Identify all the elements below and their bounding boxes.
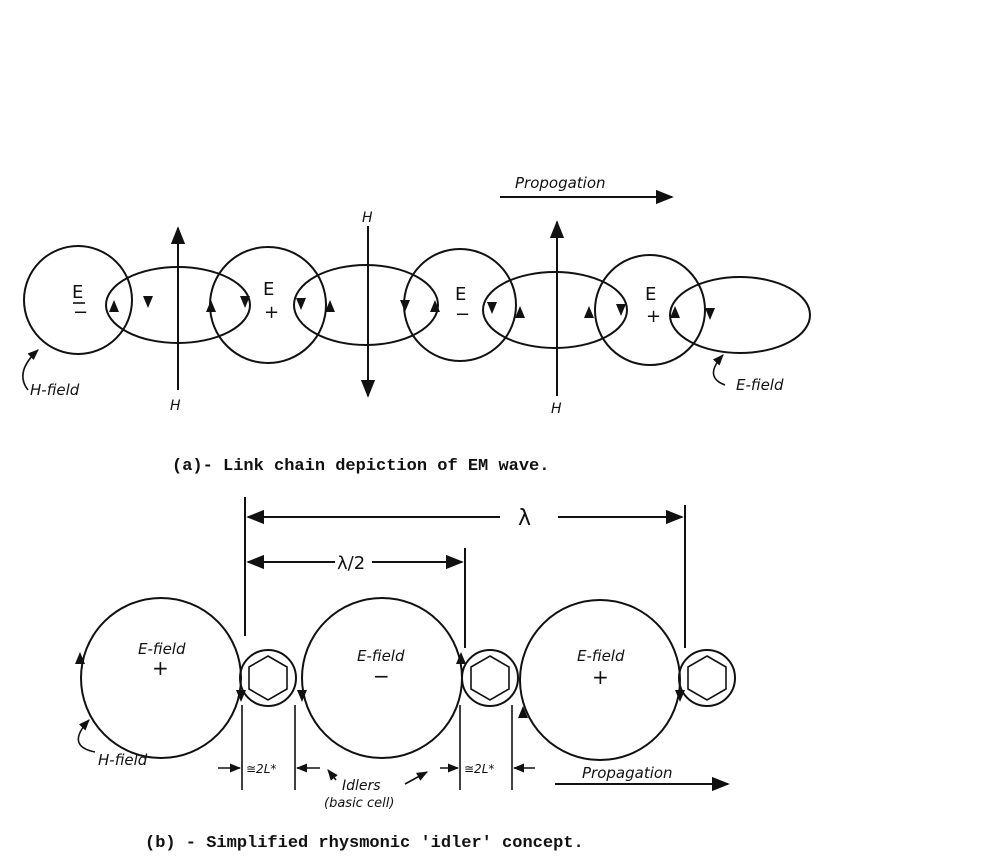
h-field-circle-4 bbox=[594, 254, 706, 366]
h-field-pointer-b bbox=[77, 719, 96, 753]
caption-b: (b) - Simplified rhysmonic 'idler' conce… bbox=[145, 834, 584, 853]
lambda-label: λ bbox=[518, 506, 531, 531]
e-field-pointer-a bbox=[712, 354, 726, 386]
e-sign-2: + bbox=[264, 302, 279, 323]
h-label-3: H bbox=[551, 401, 562, 417]
e-field-label-a: E-field bbox=[736, 376, 784, 394]
caption-a: (a)- Link chain depiction of EM wave. bbox=[172, 457, 549, 476]
e-field-ellipse-4 bbox=[669, 276, 811, 354]
e-field-label-b3: E-field bbox=[577, 647, 625, 665]
idlers-arrow-left bbox=[327, 769, 338, 781]
idlers-label: Idlers bbox=[342, 778, 381, 794]
h-field-circle-1 bbox=[23, 245, 133, 355]
panel-b: λ λ/2 E-field + E-field − E-field + bbox=[75, 497, 736, 853]
propagation-label-b: Propagation bbox=[582, 764, 673, 782]
h-field-pointer-a bbox=[22, 349, 39, 391]
e-sign-4: + bbox=[646, 306, 661, 327]
idler-cell-1 bbox=[239, 649, 297, 707]
basic-cell-label: (basic cell) bbox=[324, 796, 394, 811]
idler-cell-2 bbox=[461, 649, 519, 707]
panel-a: Propogation H bbox=[22, 174, 811, 476]
e-sign-3: − bbox=[455, 304, 470, 325]
half-lambda-label: λ/2 bbox=[337, 553, 365, 574]
e-sign-b3: + bbox=[592, 665, 609, 689]
h-label-2: H bbox=[362, 210, 373, 226]
idlers-arrow-right bbox=[404, 771, 428, 785]
e-sign-b2: − bbox=[373, 664, 390, 688]
h-field-label-a: H-field bbox=[30, 381, 80, 399]
idler-cell-3 bbox=[678, 649, 736, 707]
e-label-1: E bbox=[72, 282, 83, 303]
e-field-label-b1: E-field bbox=[138, 640, 186, 658]
h-label-1: H bbox=[170, 398, 181, 414]
e-label-2: E bbox=[263, 279, 274, 300]
e-label-3: E bbox=[455, 284, 466, 305]
idler2-width-label: ≅2L* bbox=[464, 762, 494, 776]
e-sign-b1: + bbox=[152, 656, 169, 680]
idler1-width-label: ≅2L* bbox=[246, 762, 276, 776]
h-field-label-b: H-field bbox=[98, 751, 148, 769]
e-label-4: E bbox=[645, 284, 656, 305]
e-field-ellipse-3 bbox=[482, 271, 628, 349]
e-field-ellipse-2 bbox=[293, 264, 439, 346]
propagation-label-a: Propogation bbox=[515, 174, 606, 192]
e-sign-1: − bbox=[73, 302, 88, 323]
e-field-label-b2: E-field bbox=[357, 647, 405, 665]
loop-direction-arrows bbox=[109, 296, 715, 320]
